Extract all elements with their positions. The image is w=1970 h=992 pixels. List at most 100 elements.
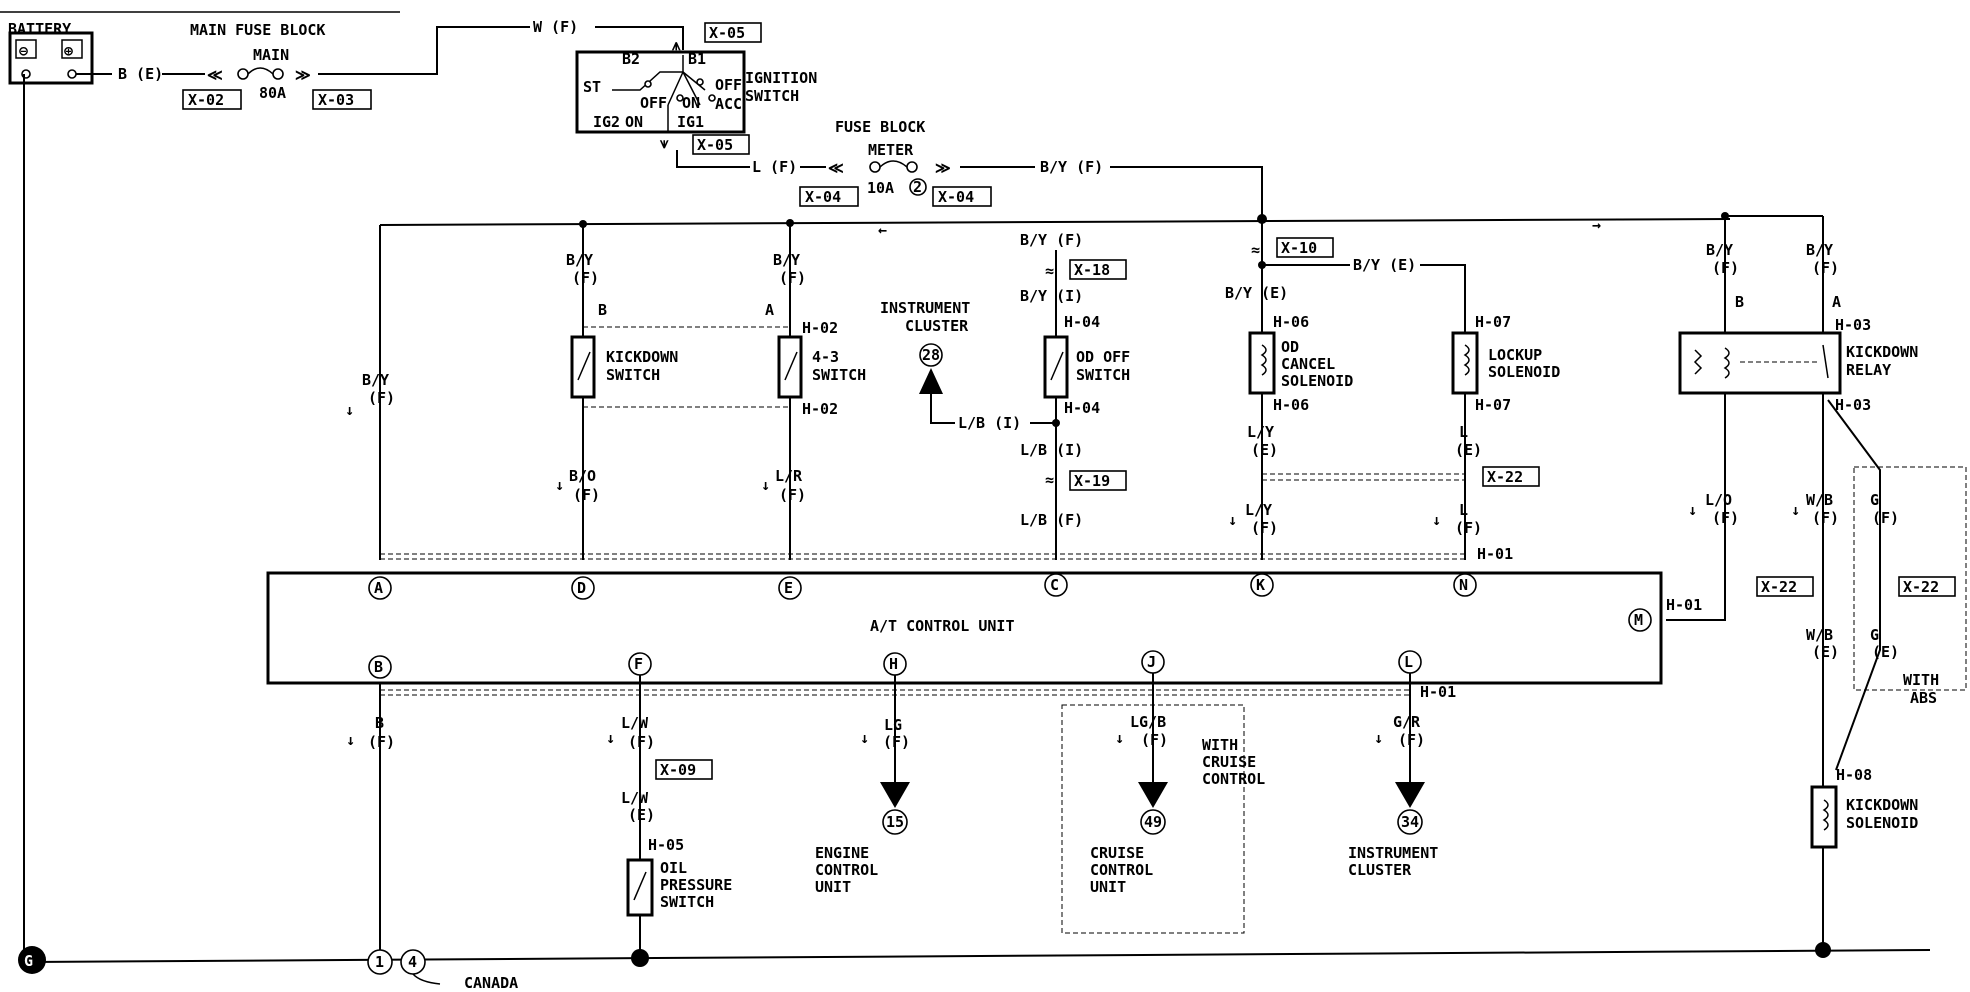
- ground-point-4: 4: [408, 953, 417, 971]
- engine-cu-label2: CONTROL: [815, 861, 878, 879]
- wire-label-lg: LG: [884, 716, 902, 734]
- wire-label-byi: B/Y (I): [1020, 287, 1083, 305]
- connector-arrow-icon: ≪: [207, 66, 223, 84]
- switch-4-3-label2: SWITCH: [812, 366, 866, 384]
- wire-label-f: (F): [1872, 509, 1899, 527]
- od-cancel-label: OD: [1281, 338, 1299, 356]
- od-off-switch-label: OD OFF: [1076, 348, 1130, 366]
- cruise-cu-num: 49: [1144, 813, 1162, 831]
- wire-w-f-label: W (F): [533, 18, 578, 36]
- canada-label: CANADA: [464, 974, 518, 992]
- connector-h07-bottom: H-07: [1475, 396, 1511, 414]
- cruise-cu-label: CRUISE: [1090, 844, 1144, 862]
- lockup-solenoid-label: LOCKUP: [1488, 346, 1542, 364]
- wire-label-wb: W/B: [1806, 491, 1833, 509]
- wire-label-f: (F): [1812, 259, 1839, 277]
- cu-pin-e-label: E: [784, 579, 793, 597]
- connector-h06-top: H-06: [1273, 313, 1309, 331]
- instrument-cluster-num-2: 34: [1401, 813, 1419, 831]
- wire-label-g: G: [1870, 491, 1879, 509]
- wire-label-f: (F): [779, 269, 806, 287]
- wire-by-f-label: B/Y (F): [1040, 158, 1103, 176]
- connector-x09: X-09: [660, 761, 696, 779]
- cu-pin-k: K: [1250, 573, 1274, 597]
- term-b2: B2: [622, 50, 640, 68]
- cu-pin-c: C: [1044, 573, 1068, 597]
- wire-label-f: (F): [1141, 731, 1168, 749]
- ignition-switch-label: SWITCH: [745, 87, 799, 105]
- connector-h04-bottom: H-04: [1064, 399, 1100, 417]
- cu-pin-j-label: J: [1147, 653, 1156, 671]
- meter-fuse-number: 2: [913, 178, 922, 196]
- wire-label-lbi: L/B (I): [958, 414, 1021, 432]
- instrument-cluster-bottom-label2: CLUSTER: [1348, 861, 1412, 879]
- wire-label-e: (E): [1455, 441, 1482, 459]
- connector-h07-top: H-07: [1475, 313, 1511, 331]
- cu-pin-a: A: [368, 576, 392, 600]
- main-fuse-block-label: MAIN FUSE BLOCK: [190, 21, 325, 39]
- cu-pin-l-label: L: [1404, 653, 1413, 671]
- cu-pin-f: F: [628, 652, 652, 676]
- connector-x02: X-02: [188, 91, 224, 109]
- od-cancel-label3: SOLENOID: [1281, 372, 1353, 390]
- with-cruise-label2: CRUISE: [1202, 753, 1256, 771]
- connector-h01-top: H-01: [1477, 545, 1513, 563]
- kickdown-relay-label2: RELAY: [1846, 361, 1891, 379]
- current-arrow-down-icon: ↓: [1374, 729, 1383, 747]
- term-b1: B1: [688, 50, 706, 68]
- lockup-solenoid-label2: SOLENOID: [1488, 363, 1560, 381]
- wire-label-lo: L/O: [1705, 491, 1732, 509]
- connector-h04-top: H-04: [1064, 313, 1100, 331]
- wire-label-lgb: LG/B: [1130, 713, 1166, 731]
- od-off-switch-label2: SWITCH: [1076, 366, 1130, 384]
- connector-h05: H-05: [648, 836, 684, 854]
- connector-h03-bottom: H-03: [1835, 396, 1871, 414]
- wire-label-by: B/Y: [773, 251, 800, 269]
- wire-l-f-label: L (F): [752, 158, 797, 176]
- cu-pin-n-label: N: [1459, 576, 1468, 594]
- current-arrow-down-icon: ↓: [1432, 511, 1441, 529]
- wire-label-lw: L/W: [621, 714, 649, 732]
- wire-label-byf: B/Y (F): [1020, 231, 1083, 249]
- wire-label-lr: L/R: [775, 467, 803, 485]
- instrument-cluster-label2: CLUSTER: [905, 317, 969, 335]
- cu-pin-h-label: H: [889, 655, 898, 673]
- wire-label-by: B/Y: [362, 371, 389, 389]
- wire-label-lbf: L/B (F): [1020, 511, 1083, 529]
- connector-x03: X-03: [318, 91, 354, 109]
- battery-label: BATTERY: [8, 20, 71, 38]
- cu-pin-h: H: [883, 652, 907, 676]
- terminal-b: B: [598, 301, 607, 319]
- ignition-switch: ST B2 B1 OFF OFF ON ACC IG2 ON IG1: [575, 50, 746, 134]
- connector-h02-top: H-02: [802, 319, 838, 337]
- wire-label-g2: G: [1870, 626, 1879, 644]
- meter-fuse-amp: 10A: [867, 179, 894, 197]
- wire-label-f: (F): [573, 486, 600, 504]
- wire-label-bo: B/O: [569, 467, 596, 485]
- connector-h03-top: H-03: [1835, 316, 1871, 334]
- term-st: ST: [583, 78, 601, 96]
- at-control-unit-label: A/T CONTROL UNIT: [870, 617, 1015, 635]
- meter-fuse-label: METER: [868, 141, 914, 159]
- connector-h08: H-08: [1836, 766, 1872, 784]
- wire-label-f: (F): [1712, 509, 1739, 527]
- connector-x22-left: X-22: [1761, 578, 1797, 596]
- cu-pin-c-label: C: [1050, 576, 1059, 594]
- wire-label-f: (F): [1251, 519, 1278, 537]
- cu-pin-b-label: B: [374, 658, 383, 676]
- instrument-cluster-bottom-label: INSTRUMENT: [1348, 844, 1438, 862]
- ground-arrow-icon: [919, 368, 943, 394]
- term-off2: OFF: [715, 76, 742, 94]
- main-fuse-amp: 80A: [259, 84, 286, 102]
- connector-x05-bottom: X-05: [697, 136, 733, 154]
- connector-x22-right: X-22: [1903, 578, 1939, 596]
- wire-label-ly2: L/Y: [1245, 501, 1272, 519]
- terminal-b: B: [1735, 293, 1744, 311]
- wire-label-f: (F): [1812, 509, 1839, 527]
- term-ig1: IG1: [677, 113, 704, 131]
- current-arrow-down-icon: ↓: [555, 476, 564, 494]
- connector-x18: X-18: [1074, 261, 1110, 279]
- cruise-cu-label2: CONTROL: [1090, 861, 1153, 879]
- cu-pin-a-label: A: [374, 579, 383, 597]
